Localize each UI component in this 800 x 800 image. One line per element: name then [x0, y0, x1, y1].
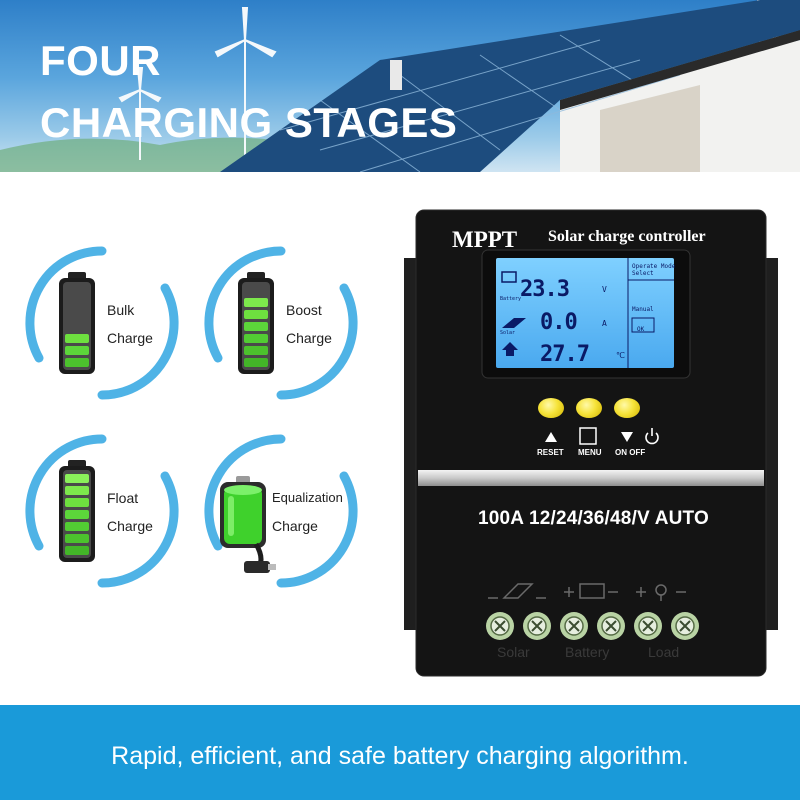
reset-label: RESET	[537, 448, 564, 457]
lcd-temperature-unit: ℃	[616, 351, 625, 360]
headline-line-2: CHARGING STAGES	[40, 99, 458, 146]
stage-label-line1: Boost	[286, 302, 322, 318]
stage-label-line1: Equalization	[272, 490, 343, 505]
battery-equalization-icon	[220, 476, 276, 573]
stage-equalization-charge: Equalization Charge	[196, 426, 366, 596]
lcd-label-battery: Battery	[500, 296, 522, 302]
down-arrow-icon	[621, 432, 633, 442]
house-solar-illustration	[0, 0, 800, 172]
lcd-mode-title: Operate Mode	[632, 263, 676, 270]
on-off-label: ON OFF	[615, 448, 646, 457]
up-arrow-icon	[545, 432, 557, 442]
brand-label: MPPT	[452, 227, 518, 252]
menu-label: MENU	[578, 448, 602, 457]
terminal-label-solar: Solar	[497, 644, 530, 660]
terminal-label-load: Load	[648, 644, 680, 660]
lcd-current-unit: A	[602, 319, 607, 328]
battery-boost-icon	[238, 272, 274, 374]
terminal-screws	[486, 612, 699, 640]
stage-label-line2: Charge	[286, 330, 332, 346]
menu-icon	[579, 427, 597, 445]
stage-label-line2: Charge	[107, 330, 153, 346]
controller-subtitle: Solar charge controller	[548, 228, 706, 245]
footer-banner: Rapid, efficient, and safe battery charg…	[0, 705, 800, 800]
power-icon	[645, 428, 659, 445]
lcd-current: 0.0	[540, 310, 578, 335]
stage-label-line1: Float	[107, 490, 139, 506]
reset-button[interactable]	[538, 398, 564, 418]
stage-label-line1: Bulk	[107, 302, 135, 318]
terminal-label-battery: Battery	[565, 644, 610, 660]
model-rating: 100A 12/24/36/48/V AUTO	[478, 508, 709, 529]
lcd-mode-value: Manual	[632, 306, 654, 313]
header-banner: FOUR CHARGING STAGES	[0, 0, 800, 172]
lcd-mode-sub: Select	[632, 270, 654, 277]
menu-button[interactable]	[576, 398, 602, 418]
stage-label-line2: Charge	[107, 518, 153, 534]
lcd-temperature: 27.7	[540, 342, 590, 367]
lcd-ok-label: OK	[637, 326, 645, 333]
lcd-battery-voltage: 23.3	[520, 277, 570, 302]
mppt-controller: MPPT Solar charge controller 23.3 V 0.0 …	[404, 206, 778, 682]
headline-line-1: FOUR	[40, 37, 161, 84]
on-off-button[interactable]	[614, 398, 640, 418]
footer-tagline: Rapid, efficient, and safe battery charg…	[111, 742, 689, 770]
stage-label-line2: Charge	[272, 518, 318, 534]
lcd-voltage-unit: V	[602, 285, 607, 294]
stage-float-charge: Float Charge	[17, 426, 187, 596]
battery-bulk-icon	[59, 272, 95, 374]
stage-boost-charge: Boost Charge	[196, 238, 366, 408]
stage-bulk-charge: Bulk Charge	[17, 238, 187, 408]
lcd-label-solar: Solar	[500, 330, 516, 336]
battery-float-icon	[59, 460, 95, 562]
